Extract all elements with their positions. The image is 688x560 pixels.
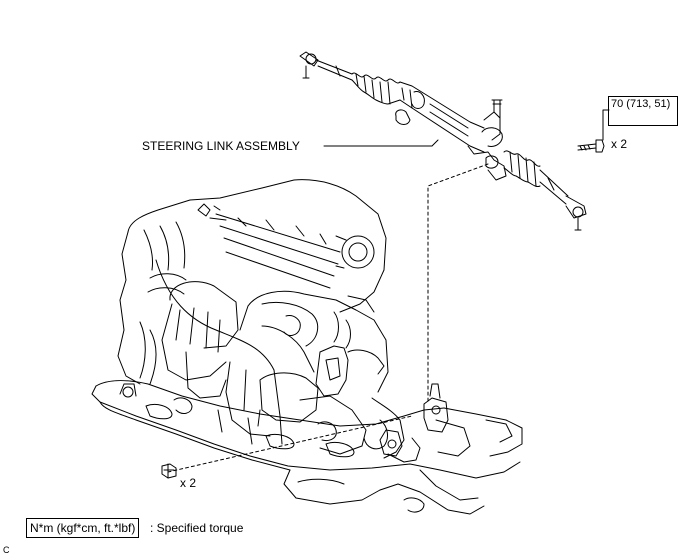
steering-link-assembly-label: STEERING LINK ASSEMBLY bbox=[142, 139, 300, 153]
front-suspension-crossmember bbox=[91, 380, 523, 515]
steering-link-assembly bbox=[299, 51, 587, 231]
torque-leader bbox=[602, 109, 610, 141]
nut-icon bbox=[161, 463, 177, 479]
bolt-quantity-label: x 2 bbox=[611, 137, 628, 151]
torque-spec-box: 70 (713, 51) bbox=[608, 96, 678, 126]
figure-code: C bbox=[3, 545, 10, 555]
nut-quantity-label: x 2 bbox=[180, 476, 197, 490]
engine-transaxle-assembly bbox=[117, 179, 421, 463]
specified-torque-legend: : Specified torque bbox=[150, 521, 244, 535]
alignment-lines bbox=[167, 163, 489, 473]
steering-link-leader bbox=[323, 139, 439, 147]
bolt-icon bbox=[577, 139, 605, 153]
torque-unit-box: N*m (kgf*cm, ft.*lbf) bbox=[26, 518, 140, 538]
